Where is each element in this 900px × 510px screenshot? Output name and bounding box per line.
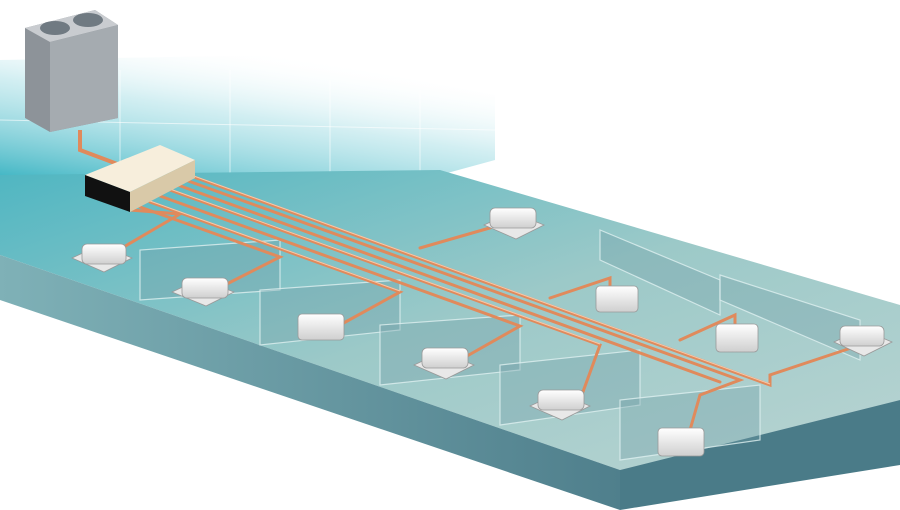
outdoor-condenser-icon: [25, 10, 118, 132]
pipe-highlights: [149, 170, 771, 385]
riser-pipe: [78, 130, 121, 167]
ceiling-cassette-icon: [413, 347, 475, 380]
floor-slab-front: [0, 255, 620, 510]
ceiling-cassette-icon: [529, 389, 591, 421]
floor-slab-side: [620, 400, 900, 510]
ceiling-cassette-icon: [71, 243, 133, 273]
ceiling-cassette-icon: [483, 207, 545, 240]
branch-controller-icon: [85, 145, 195, 212]
glass-upper-walls: [0, 55, 495, 180]
indoor-units: [71, 207, 893, 457]
wall-mounted-unit-icon: [297, 313, 345, 341]
ceiling-cassette-icon: [171, 277, 235, 307]
wall-mounted-unit-icon: [715, 323, 759, 353]
floor-console-icon: [657, 427, 705, 457]
wall-mounted-unit-icon: [595, 285, 639, 313]
room-partitions: [139, 229, 861, 461]
ceiling-cassette-icon: [833, 325, 893, 357]
